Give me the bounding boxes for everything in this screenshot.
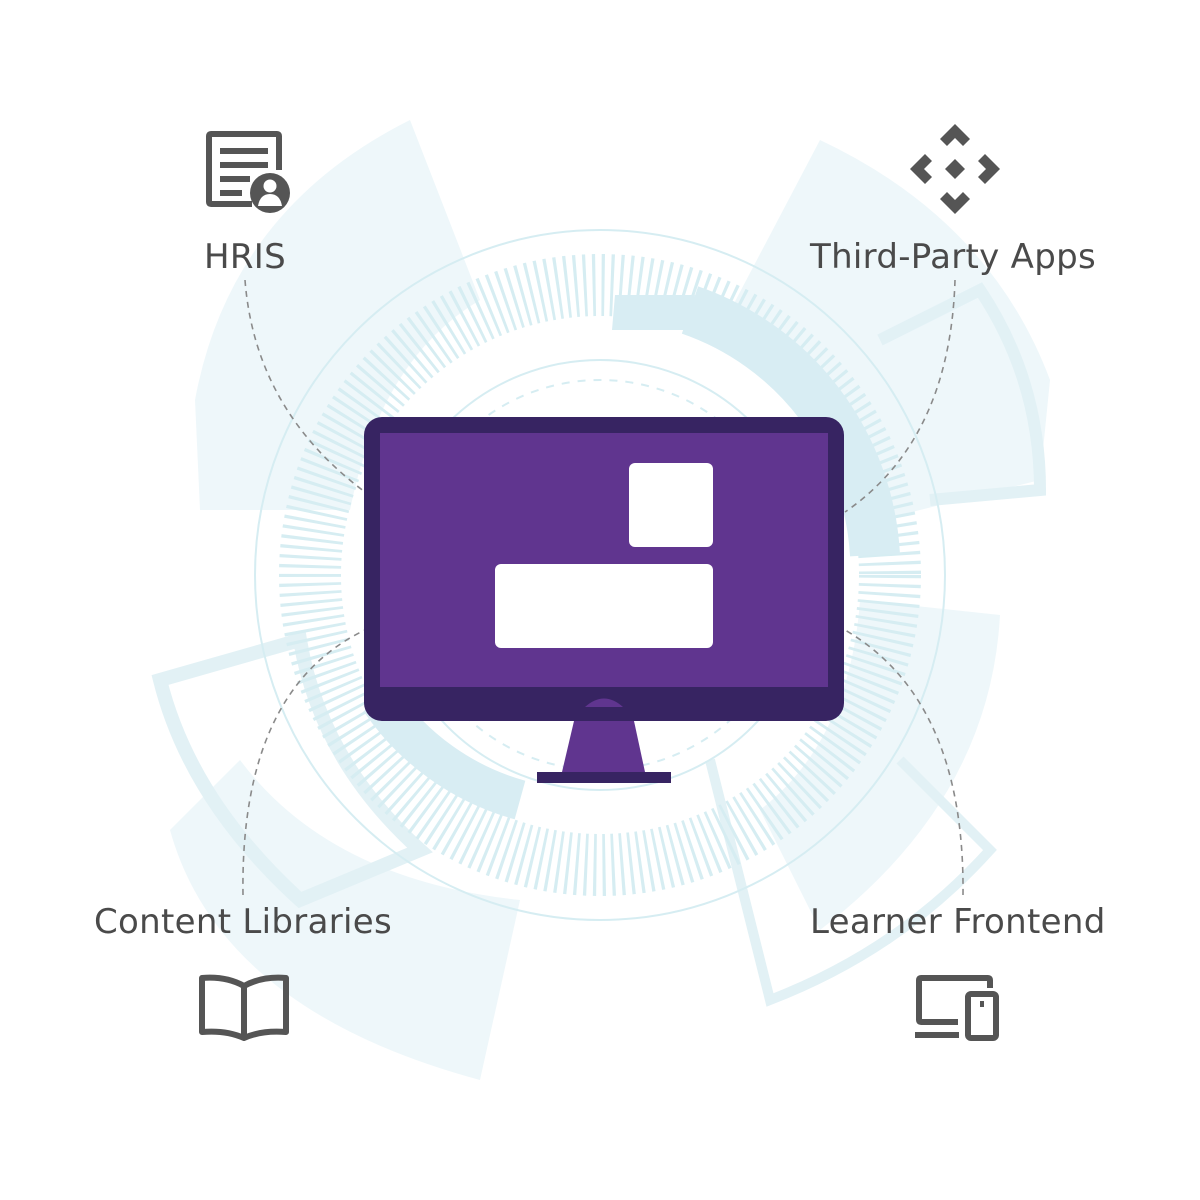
bg-wedge-bottom-outline bbox=[705, 756, 997, 1007]
connector-hris bbox=[244, 279, 366, 493]
thin-ring-outer bbox=[254, 229, 946, 921]
integration-arrows-icon bbox=[910, 124, 1000, 214]
bg-wedge-right-outline bbox=[877, 282, 1047, 506]
bg-wedge-bottom-left bbox=[170, 760, 520, 1080]
learner-frontend-label: Learner Frontend bbox=[810, 902, 1106, 942]
monitor-screen bbox=[380, 433, 828, 687]
third-party-apps-label: Third-Party Apps bbox=[810, 237, 1096, 277]
employee-record-icon bbox=[206, 131, 290, 213]
monitor-stand bbox=[562, 721, 645, 772]
multi-device-icon bbox=[915, 975, 999, 1041]
hatched-ring bbox=[279, 254, 921, 896]
content-libraries-label: Content Libraries bbox=[94, 902, 392, 942]
screen-panel-small bbox=[629, 463, 713, 547]
bg-wedge-top-right bbox=[720, 140, 1050, 520]
monitor-power-button bbox=[585, 698, 623, 707]
thick-arc-top-left bbox=[612, 295, 695, 330]
screen-panel-wide bbox=[495, 564, 713, 648]
hris-label: HRIS bbox=[204, 237, 286, 277]
bg-wedge-bottom-right bbox=[760, 600, 1000, 930]
monitor-base bbox=[537, 772, 671, 783]
connector-learner-frontend bbox=[844, 629, 964, 896]
thick-arc-top bbox=[681, 286, 900, 557]
desktop-monitor-icon bbox=[364, 417, 844, 783]
bg-wedge-top-left bbox=[195, 120, 480, 510]
connector-third-party-apps bbox=[844, 279, 956, 513]
open-book-icon bbox=[199, 974, 289, 1041]
